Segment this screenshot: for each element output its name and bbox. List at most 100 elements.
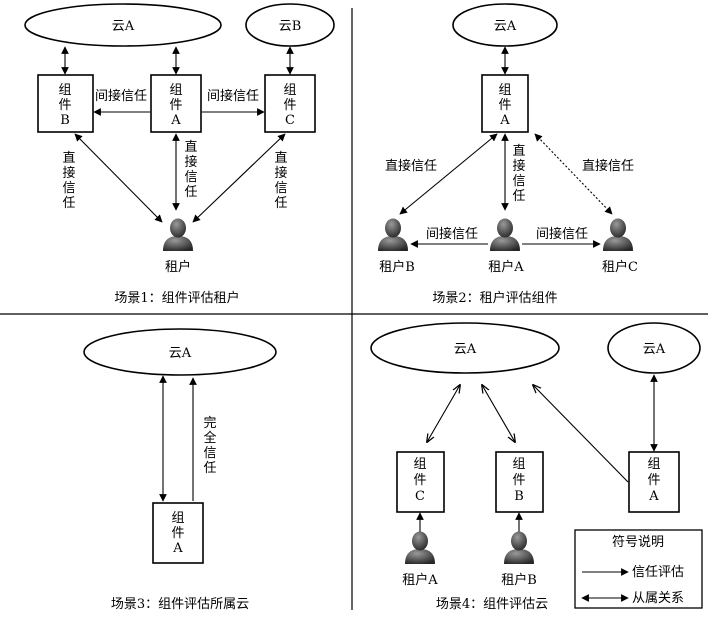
component-c-label-2: 件 <box>283 98 296 113</box>
component-b-box <box>37 74 94 133</box>
person-head <box>497 218 513 238</box>
scenario-3: 云A 完 全 信 任 组 件 A 场景3：组件评估所属云 <box>83 328 277 612</box>
direct-trust-a-1: 直 <box>184 140 197 155</box>
scenario-1: 云A 云B 组 件 B 组 件 A 组 件 C 间接信任 间接信任 直 接 信 … <box>24 3 335 306</box>
person-body <box>163 236 193 251</box>
cloud-b-label: 云B <box>279 19 302 34</box>
cloud-a-ellipse <box>24 3 222 47</box>
component-b-label-3: B <box>514 489 524 504</box>
direct-trust-label-b: 直接信任 <box>385 158 437 174</box>
component-a-box <box>152 502 204 564</box>
direct-trust-arrow-b <box>74 133 163 223</box>
person-body <box>405 549 435 564</box>
direct-trust-c-3: 信 <box>274 181 287 196</box>
scenario-4: 云A 云A 组 件 C 组 件 B 组 件 A 租户A 租户B 场景4：组件评估… <box>370 322 703 612</box>
component-a-box <box>481 74 529 133</box>
tenant-b-label: 租户B <box>501 572 537 588</box>
scenario-2: 云A 组 件 A 直接信任 直接信任 直 接 信 任 间接信任 间接信任 租户B… <box>378 3 638 306</box>
legend-trust-eval-label: 信任评估 <box>632 565 684 580</box>
component-a-label-2: 件 <box>647 473 660 488</box>
component-a-label-2: 件 <box>169 98 182 113</box>
direct-trust-a-1: 直 <box>512 144 525 159</box>
direct-trust-c-1: 直 <box>274 151 287 166</box>
tenant-c-label: 租户C <box>602 259 638 275</box>
indirect-trust-label-ab: 间接信任 <box>95 88 147 104</box>
direct-trust-label-c: 直接信任 <box>582 158 634 174</box>
component-a-label-1: 组 <box>169 83 182 98</box>
direct-trust-a-2: 接 <box>512 158 525 174</box>
scenario-2-caption: 场景2：租户评估组件 <box>432 290 557 306</box>
tenant-icon <box>163 218 193 251</box>
direct-trust-b-2: 接 <box>62 165 75 181</box>
component-c-box <box>264 74 316 133</box>
full-trust-3: 信 <box>203 446 216 461</box>
component-a-label-3: A <box>172 541 183 556</box>
cloud-a-right-label: 云A <box>643 342 666 357</box>
component-b-label-1: 组 <box>512 457 525 472</box>
direct-trust-a-3: 信 <box>184 170 197 185</box>
tenant-c-icon <box>603 218 633 251</box>
direct-trust-b-4: 任 <box>62 196 75 211</box>
indirect-trust-label-b: 间接信任 <box>426 226 478 242</box>
person-body <box>504 549 534 564</box>
full-trust-2: 全 <box>203 430 216 446</box>
legend: 符号说明 信任评估 从属关系 <box>574 529 703 609</box>
component-b-label-3: B <box>60 113 70 128</box>
tenant-a-icon <box>405 531 435 564</box>
component-a-label-3: A <box>499 113 510 128</box>
component-a-box <box>150 74 202 133</box>
component-a-label-1: 组 <box>171 511 184 526</box>
scenario-1-caption: 场景1：组件评估租户 <box>114 290 239 306</box>
component-b-label-2: 件 <box>58 98 71 113</box>
scenario-3-caption: 场景3：组件评估所属云 <box>111 597 249 612</box>
person-head <box>511 531 527 551</box>
full-trust-1: 完 <box>203 416 216 431</box>
person-head <box>385 218 401 238</box>
direct-trust-a-4: 任 <box>512 189 525 204</box>
tenant-label: 租户 <box>165 259 191 275</box>
cloud-a-label: 云A <box>494 19 517 34</box>
person-body <box>378 236 408 251</box>
component-c-label-1: 组 <box>283 83 296 98</box>
tenant-b-label: 租户B <box>379 259 415 275</box>
direct-trust-arrow-tenant-b <box>399 133 498 215</box>
person-head <box>170 218 186 238</box>
direct-trust-c-4: 任 <box>274 196 287 211</box>
component-c-label-3: C <box>285 113 295 128</box>
cloud-a-ellipse <box>452 3 558 47</box>
legend-membership-label: 从属关系 <box>632 591 684 606</box>
tenant-a-label: 租户A <box>402 572 438 588</box>
component-c-label-1: 组 <box>413 457 426 472</box>
cloud-a-label: 云A <box>112 19 135 34</box>
component-a-label-2: 件 <box>498 98 511 113</box>
person-body <box>603 236 633 251</box>
component-b-box <box>495 451 544 513</box>
cloud-a-label: 云A <box>454 342 477 357</box>
cloud-a-ellipse <box>83 328 277 376</box>
cloud-b-ellipse <box>245 3 335 47</box>
tenant-a-label: 租户A <box>488 259 524 275</box>
tenant-b-icon <box>378 218 408 251</box>
component-a-label-3: A <box>648 489 659 504</box>
cloud-a-right-ellipse <box>607 322 701 374</box>
full-trust-4: 任 <box>203 461 216 476</box>
person-body <box>490 236 520 251</box>
cloud-a-label: 云A <box>169 346 192 361</box>
scenario-4-caption: 场景4：组件评估云 <box>436 597 548 612</box>
direct-trust-b-3: 信 <box>62 181 75 196</box>
direct-trust-arrow-tenant-c <box>534 133 613 215</box>
component-c-box <box>396 451 445 513</box>
direct-trust-a-2: 接 <box>184 154 197 170</box>
direct-trust-arrow-c <box>192 133 286 223</box>
trust-eval-arrow-c <box>427 385 460 442</box>
cloud-a-ellipse <box>370 322 560 374</box>
component-a-label-1: 组 <box>647 457 660 472</box>
component-c-label-3: C <box>415 489 425 504</box>
person-head <box>610 218 626 238</box>
component-b-label-2: 件 <box>512 473 525 488</box>
component-a-label-2: 件 <box>171 526 184 541</box>
indirect-trust-label-ac: 间接信任 <box>207 88 259 104</box>
trust-eval-arrow-a <box>533 385 629 483</box>
component-a-label-1: 组 <box>498 83 511 98</box>
component-a-label-3: A <box>170 113 181 128</box>
